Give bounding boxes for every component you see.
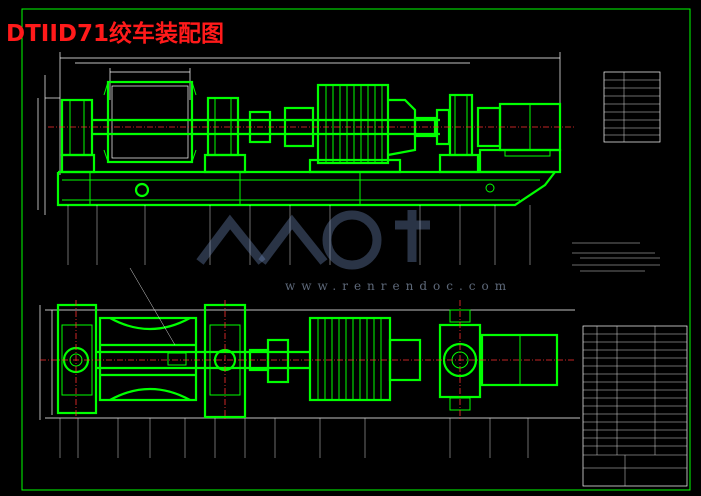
technical-notes	[572, 242, 660, 272]
parameter-table	[603, 71, 661, 143]
title-block	[582, 325, 688, 487]
plan-view	[39, 267, 580, 458]
watermark-logo	[196, 210, 430, 270]
drawing-title: DTIID71绞车装配图	[6, 21, 224, 47]
elevation-dimensions	[37, 52, 561, 215]
drawing-border	[21, 8, 691, 491]
watermark-text: www.renrendoc.com	[285, 279, 513, 293]
elevation-view	[37, 52, 575, 265]
